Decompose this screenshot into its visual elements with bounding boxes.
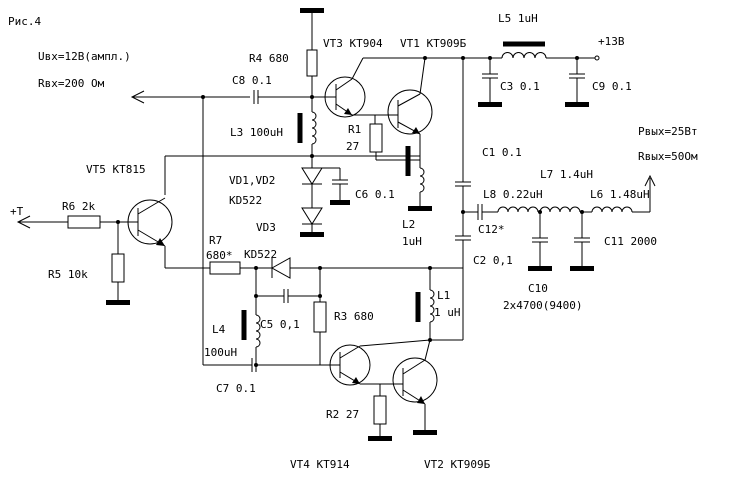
vd3-name-label: VD3 [256, 221, 276, 234]
r1-value-label: 27 [346, 140, 359, 153]
c10-capacitor [528, 212, 552, 271]
vt3-transistor [312, 57, 375, 118]
vt5-label: VT5 KT815 [86, 163, 146, 176]
r7-name-label: R7 [209, 234, 222, 247]
vd2-diode [301, 184, 323, 225]
vt4-transistor [329, 339, 431, 386]
c11-capacitor [570, 212, 594, 271]
l1-value-label: 1 uH [434, 306, 461, 319]
r6-label: R6 2k [62, 200, 95, 213]
figure-title: Рис.4 [8, 15, 41, 28]
input-line [130, 90, 250, 104]
c5-capacitor [254, 289, 322, 303]
c11-label: C11 2000 [604, 235, 657, 248]
l8-inductor [497, 206, 542, 214]
c9-label: C9 0.1 [592, 80, 632, 93]
l6-label: L6 1.48uH [590, 188, 650, 201]
c8-capacitor [253, 90, 314, 104]
c8-label: C8 0.1 [232, 74, 272, 87]
vd-ground-symbol [300, 224, 324, 237]
r1-name-label: R1 [348, 123, 361, 136]
c2-capacitor [455, 212, 471, 340]
c6-label: C6 0.1 [355, 188, 395, 201]
c12-label: C12* [478, 223, 505, 236]
l1-inductor [415, 268, 463, 342]
vd1-diode [301, 156, 323, 185]
l7-inductor [539, 206, 584, 214]
l2-inductor [405, 146, 432, 211]
r5-resistor [106, 222, 130, 305]
vt1-label: VT1 KT909Б [400, 37, 467, 50]
vd12-type-label: KD522 [229, 194, 262, 207]
l7-label: L7 1.4uH [540, 168, 593, 181]
r3-resistor [313, 268, 327, 365]
l2-name-label: L2 [402, 218, 415, 231]
l3-label: L3 100uH [230, 126, 283, 139]
c1-capacitor [455, 160, 471, 214]
r4-ground-symbol [300, 8, 324, 50]
r7-resistor [209, 261, 272, 275]
output-power-label: Pвых=25Вт [638, 125, 698, 138]
r4-resistor [306, 49, 318, 112]
r4-label: R4 680 [249, 52, 289, 65]
c7-label: C7 0.1 [216, 382, 256, 395]
c5-label: C5 0,1 [260, 318, 300, 331]
vt2-label: VT2 KT909Б [424, 458, 491, 471]
output-impedance-label: Rвых=50Ом [638, 150, 698, 163]
input-impedance-label: Rвх=200 Ом [38, 77, 105, 90]
vt1-transistor [375, 57, 464, 160]
c1-label: C1 0.1 [482, 146, 522, 159]
r5-label: R5 10k [48, 268, 88, 281]
vd3-diode [270, 257, 463, 279]
r3-label: R3 680 [334, 310, 374, 323]
c3-label: C3 0.1 [500, 80, 540, 93]
r2-resistor [368, 384, 392, 441]
l3-inductor [297, 111, 317, 158]
l5-label: L5 1uH [498, 12, 538, 25]
vd3-type-label: KD522 [244, 248, 277, 261]
vt4-label: VT4 KT914 [290, 458, 350, 471]
r1-resistor [369, 115, 420, 161]
bias-input-line [16, 215, 68, 229]
c10-value-label: 2x4700(9400) [503, 299, 582, 312]
c10-name-label: C10 [528, 282, 548, 295]
vd12-name-label: VD1,VD2 [229, 174, 275, 187]
c2-label: C2 0,1 [473, 254, 513, 267]
input-voltage-label: Uвх=12В(ампл.) [38, 50, 131, 63]
vt3-label: VT3 KT904 [323, 37, 383, 50]
l1-name-label: L1 [437, 289, 450, 302]
r2-label: R2 27 [326, 408, 359, 421]
c9-capacitor [565, 58, 589, 107]
l6-inductor [580, 174, 656, 213]
bias-label: +T [10, 205, 24, 218]
r7-value-label: 680* [206, 249, 233, 262]
l8-label: L8 0.22uH [483, 188, 543, 201]
vt5-transistor [127, 197, 210, 269]
supply-rail [363, 55, 600, 61]
left-bus [202, 97, 252, 366]
bias-line-top [164, 155, 420, 195]
l5-inductor [501, 41, 547, 59]
c12-capacitor [463, 204, 498, 220]
vt2-transistor [380, 339, 438, 435]
c7-capacitor [251, 358, 330, 372]
l2-value-label: 1uH [402, 235, 422, 248]
supply-label: +13В [598, 35, 625, 48]
r6-resistor [67, 215, 138, 229]
l4-name-label: L4 [212, 323, 226, 336]
l4-inductor [241, 268, 261, 367]
c3-capacitor [478, 56, 502, 107]
l4-value-label: 100uH [204, 346, 237, 359]
c6-capacitor [312, 167, 350, 205]
